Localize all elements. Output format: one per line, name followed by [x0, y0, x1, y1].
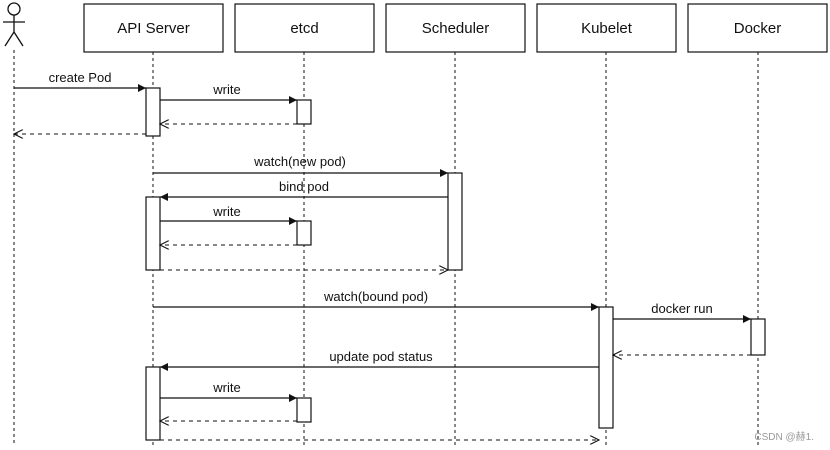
- participant-scheduler-label: Scheduler: [422, 20, 490, 37]
- message-bind-pod-label: bind pod: [279, 179, 329, 194]
- message-watch-new-pod-label: watch(new pod): [253, 154, 346, 169]
- activation-etcd-1: [296, 99, 312, 125]
- participant-docker-label: Docker: [734, 20, 782, 37]
- message-write-1-label: write: [212, 82, 240, 97]
- participant-api-server-label: API Server: [117, 20, 190, 37]
- participant-etcd-box: [234, 3, 375, 53]
- activation-etcd-2: [296, 220, 312, 246]
- activation-docker: [750, 318, 766, 356]
- user-stick-figure-icon: [3, 2, 25, 47]
- participant-scheduler-box: [385, 3, 526, 53]
- message-update-pod-status-label: update pod status: [329, 349, 433, 364]
- activation-etcd-3: [296, 397, 312, 423]
- watermark: CSDN @赫1.: [754, 431, 814, 443]
- activation-scheduler: [447, 172, 463, 271]
- activation-api-server-1: [145, 87, 161, 137]
- participant-docker-box: [687, 3, 828, 53]
- participant-kubelet-box: [536, 3, 677, 53]
- activation-api-server-2: [145, 196, 161, 271]
- activation-kubelet: [598, 306, 614, 429]
- participant-etcd-label: etcd: [290, 20, 318, 37]
- message-watch-bound-pod-label: watch(bound pod): [323, 289, 428, 304]
- message-docker-run-label: docker run: [651, 301, 712, 316]
- participant-kubelet-label: Kubelet: [581, 20, 633, 37]
- message-write-3-label: write: [212, 380, 240, 395]
- message-create-pod-label: create Pod: [49, 70, 112, 85]
- lifelines: [13, 50, 759, 445]
- participant-api-server-box: [83, 3, 224, 53]
- activation-api-server-3: [145, 366, 161, 441]
- message-write-2-label: write: [212, 204, 240, 219]
